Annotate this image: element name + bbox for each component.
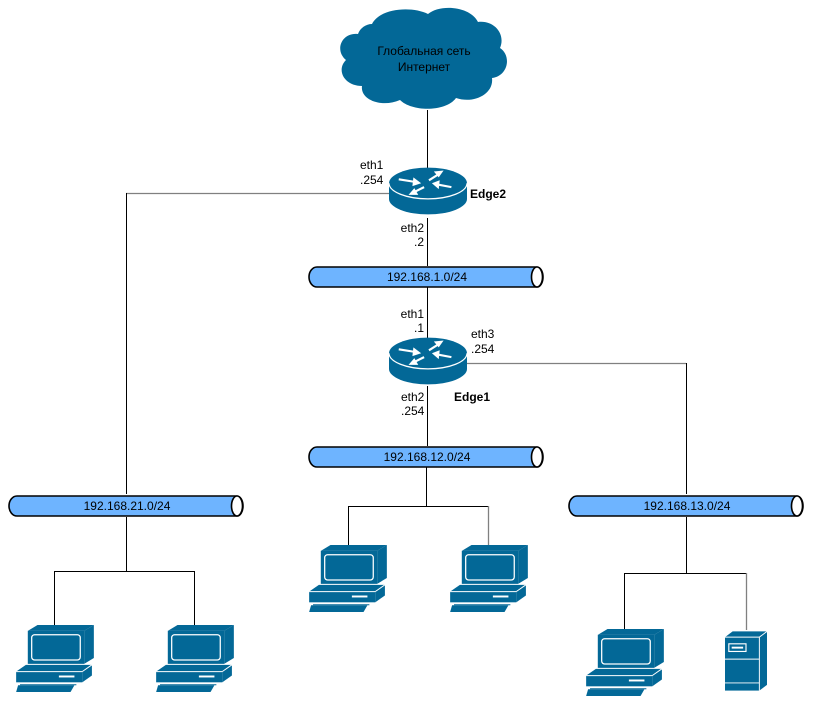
edge1-eth3-interface: eth3: [471, 327, 495, 341]
wires: [54, 110, 748, 630]
network-segment-net1[interactable]: 192.168.1.0/24: [308, 266, 544, 288]
network-label: 192.168.13.0/24: [644, 499, 731, 513]
cloud-label-line2: Интернет: [398, 60, 451, 74]
workstation-icon: [16, 625, 94, 693]
router-icon: [389, 337, 467, 386]
workstation-icon: [586, 629, 664, 697]
edge2-eth2-interface: eth2: [401, 221, 425, 235]
edge2-eth2-ip: .2: [414, 235, 424, 249]
wire-net12-branch: [348, 506, 489, 545]
host-workstation-1[interactable]: [16, 625, 94, 693]
router-name: Edge2: [470, 187, 506, 201]
edge2-eth1-ip: .254: [360, 173, 384, 187]
network-label: 192.168.12.0/24: [384, 450, 471, 464]
edge1-eth3-ip: .254: [471, 342, 495, 356]
wire-net21-branch: [54, 571, 195, 625]
network-segment-net13[interactable]: 192.168.13.0/24: [568, 495, 804, 517]
workstation-icon: [309, 545, 387, 613]
edge1-eth2-ip: .254: [401, 404, 425, 418]
network-segment-net21[interactable]: 192.168.21.0/24: [8, 495, 244, 517]
network-segment-net12[interactable]: 192.168.12.0/24: [308, 446, 544, 468]
host-server[interactable]: [725, 630, 767, 692]
network-label: 192.168.21.0/24: [84, 499, 171, 513]
router-name: Edge1: [454, 390, 490, 404]
server-icon: [725, 630, 767, 692]
host-workstation-5[interactable]: [586, 629, 664, 697]
router-edge1[interactable]: Edge1 eth1 .1 eth3 .254 eth2 .254: [389, 307, 495, 418]
edge1-eth1-interface: eth1: [401, 307, 425, 321]
edge1-eth2-interface: eth2: [401, 390, 425, 404]
router-icon: [389, 167, 467, 216]
workstation-icon: [156, 625, 234, 693]
workstation-icon: [450, 545, 528, 613]
host-workstation-4[interactable]: [450, 545, 528, 613]
router-edge2[interactable]: Edge2 eth1 .254 eth2 .2: [360, 158, 506, 249]
network-label: 192.168.1.0/24: [387, 270, 467, 284]
cloud-label-line1: Глобальная сеть: [377, 44, 470, 58]
wire-net13-branch: [624, 573, 747, 630]
edge2-eth1-interface: eth1: [360, 158, 384, 172]
cloud-icon: [340, 7, 507, 109]
edge1-eth1-ip: .1: [414, 321, 424, 335]
host-workstation-3[interactable]: [309, 545, 387, 613]
host-workstation-2[interactable]: [156, 625, 234, 693]
internet-cloud[interactable]: Глобальная сеть Интернет: [340, 7, 507, 109]
